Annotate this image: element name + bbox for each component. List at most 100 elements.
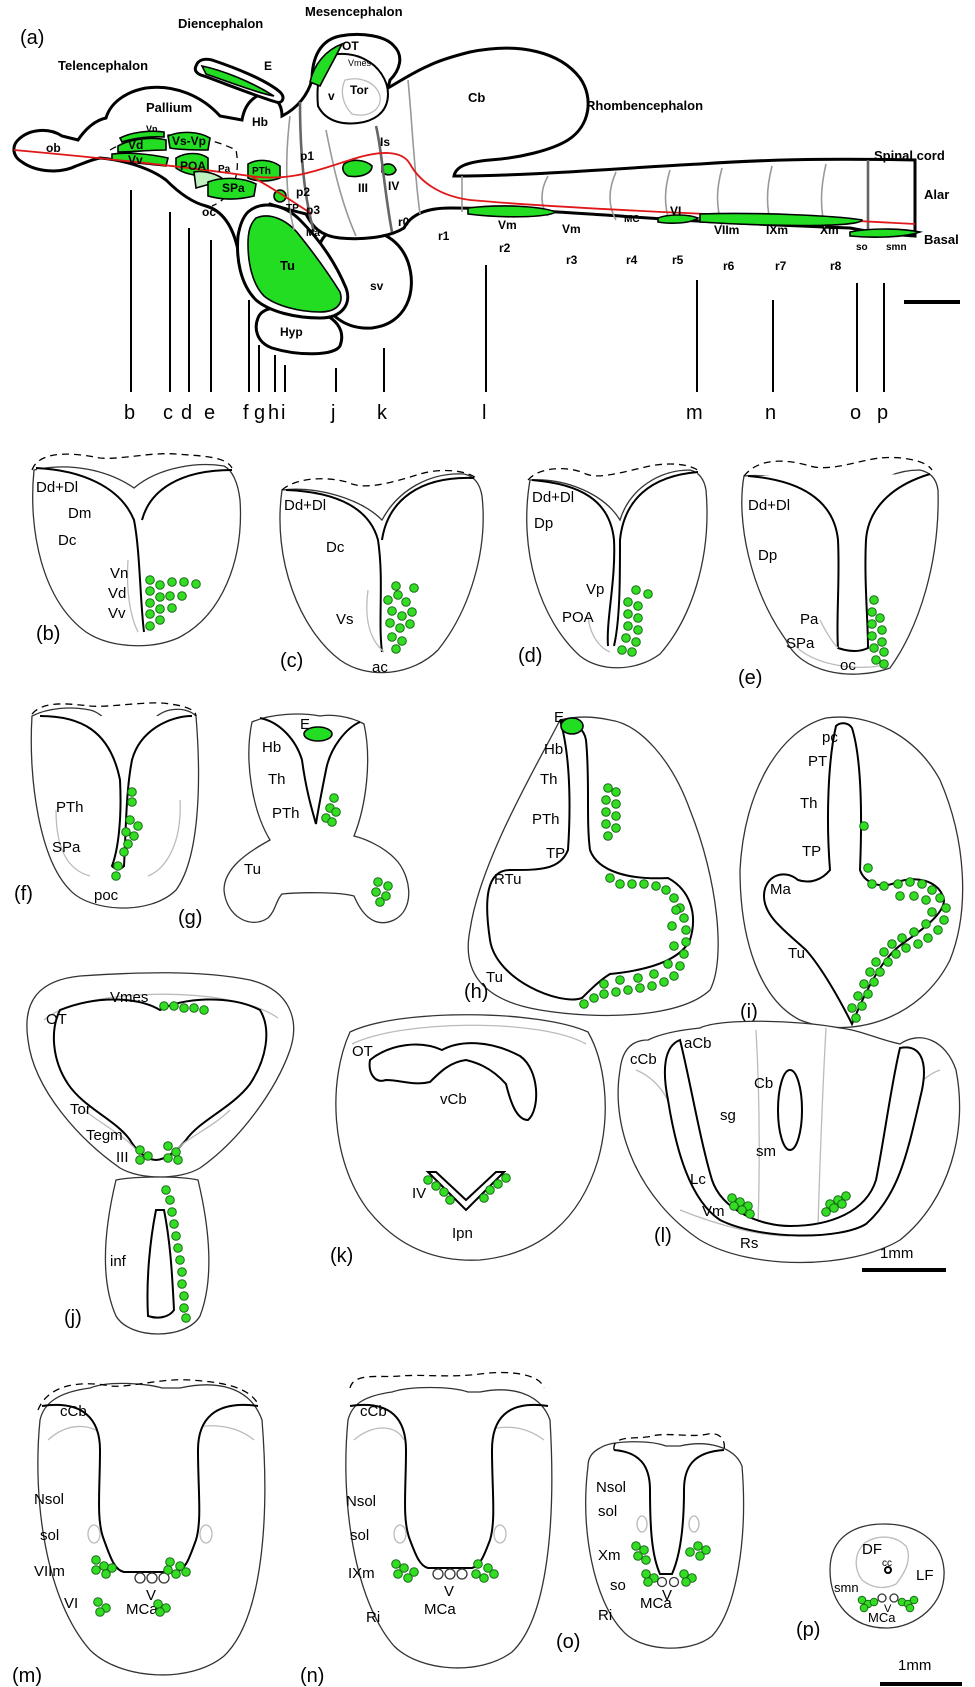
labeled-cell-dot	[180, 1304, 189, 1313]
structure-label: sv	[370, 279, 384, 293]
labeled-cell-dot	[672, 906, 681, 915]
labeled-cell-dot	[372, 888, 381, 897]
section-text: IXm	[348, 1565, 375, 1582]
labeled-cell-dot	[602, 820, 611, 829]
labeled-cell-dot	[178, 1280, 187, 1289]
labeled-cell-dot	[680, 914, 689, 923]
labeled-cell-dot	[156, 1608, 165, 1617]
structure-label: r3	[566, 253, 578, 267]
labeled-cell-dot	[486, 1186, 495, 1195]
section-text: Ma	[770, 881, 791, 898]
section-text: IV	[412, 1185, 426, 1202]
labeled-cell-dot	[838, 1200, 847, 1209]
labeled-cell-dot	[182, 1568, 191, 1577]
section-text: Tu	[788, 945, 805, 962]
section-text: Hb	[544, 741, 563, 758]
section-text: Lc	[690, 1171, 706, 1188]
section-text: V	[444, 1583, 454, 1600]
labeled-cell-dot	[854, 992, 863, 1001]
level-label: k	[377, 402, 388, 424]
section-text: MCa	[424, 1601, 456, 1618]
level-label: g	[254, 402, 265, 424]
section-text: Dd+Dl	[748, 497, 790, 514]
section-text: Dd+Dl	[284, 497, 326, 514]
labeled-cell-dot	[924, 934, 933, 943]
labeled-cell-dot	[880, 882, 889, 891]
section-text: Vmes	[110, 989, 148, 1006]
labeled-cell-dot	[480, 1194, 489, 1203]
labeled-cell-dot	[410, 1568, 419, 1577]
labeled-cell-dot	[170, 1002, 179, 1011]
section-b: Dd+Dl Dm Dc Vn Vd Vv (b)	[32, 454, 240, 646]
section-text: Vm	[702, 1203, 725, 1220]
structure-label: IXm	[766, 223, 788, 237]
section-text: Vp	[586, 581, 604, 598]
section-f: PTh SPa poc (f)	[14, 703, 199, 908]
labeled-cell-dot	[172, 1232, 181, 1241]
labeled-cell-dot	[124, 840, 133, 849]
labeled-cell-dot	[178, 592, 187, 601]
labeled-cell-dot	[128, 798, 137, 807]
structure-label: Cb	[468, 90, 485, 105]
labeled-cell-dot	[624, 622, 633, 631]
section-text: ac	[372, 659, 388, 676]
section-text: E	[300, 716, 310, 733]
section-d: Dd+Dl Dp Vp POA (d)	[518, 464, 707, 668]
labeled-cell-dot	[162, 1186, 171, 1195]
structure-label: Vm	[498, 218, 517, 232]
structure-label: Vm	[562, 222, 581, 236]
section-text: OT	[46, 1011, 67, 1028]
labeled-cell-dot	[628, 880, 637, 889]
labeled-cell-dot	[680, 950, 689, 959]
labeled-cell-dot	[168, 578, 177, 587]
labeled-cell-dot	[580, 1000, 589, 1009]
labeled-cell-dot	[146, 622, 155, 631]
labeled-cell-dot	[616, 880, 625, 889]
region-label: Mesencephalon	[305, 4, 403, 19]
labeled-cell-dot	[896, 892, 905, 901]
labeled-cell-dot	[180, 1004, 189, 1013]
labeled-cell-dot	[928, 886, 937, 895]
labeled-cell-dot	[200, 1006, 209, 1015]
labeled-cell-dot	[906, 1604, 914, 1612]
region-label: Telencephalon	[58, 58, 148, 73]
panel-label-p: (p)	[796, 1619, 820, 1641]
labeled-cell-dot	[600, 980, 609, 989]
labeled-cell-dot	[864, 990, 873, 999]
region-label: Basal	[924, 232, 959, 247]
structure-label: ob	[46, 141, 61, 155]
section-text: sol	[350, 1527, 369, 1544]
section-text: SPa	[786, 635, 815, 652]
labeled-cell-dot	[670, 942, 679, 951]
labeled-cell-dot	[940, 916, 949, 925]
labeled-cell-dot	[682, 926, 691, 935]
section-text: cCb	[60, 1403, 87, 1420]
labeled-cell-dot	[604, 784, 613, 793]
section-text: Th	[540, 771, 558, 788]
labeled-cell-dot	[830, 1204, 839, 1213]
labeled-cell-dot	[872, 958, 881, 967]
labeled-cell-dot	[878, 626, 887, 635]
section-text: Dd+Dl	[532, 489, 574, 506]
labeled-cell-dot	[190, 1004, 199, 1013]
section-text: POA	[562, 609, 594, 626]
labeled-cell-dot	[928, 908, 937, 917]
section-text: cc	[882, 1558, 892, 1569]
scale-bar-label: 1mm	[898, 1657, 931, 1674]
labeled-cell-dot	[860, 980, 869, 989]
labeled-cell-dot	[660, 978, 669, 987]
labeled-cell-dot	[822, 1208, 831, 1217]
labeled-cell-dot	[634, 974, 643, 983]
section-text: OT	[352, 1043, 373, 1060]
labeled-cell-dot	[602, 808, 611, 817]
structure-label: r7	[775, 259, 787, 273]
labeled-cell-dot	[396, 624, 405, 633]
labeled-cell-dot	[910, 892, 919, 901]
mauthner-axon	[878, 1594, 886, 1602]
region-label: Rhombencephalon	[586, 98, 703, 113]
labeled-cell-dot	[616, 976, 625, 985]
labeled-cell-dot	[144, 1152, 153, 1161]
mauthner-axon	[147, 1573, 157, 1583]
panel-label-h: (h)	[464, 981, 488, 1003]
